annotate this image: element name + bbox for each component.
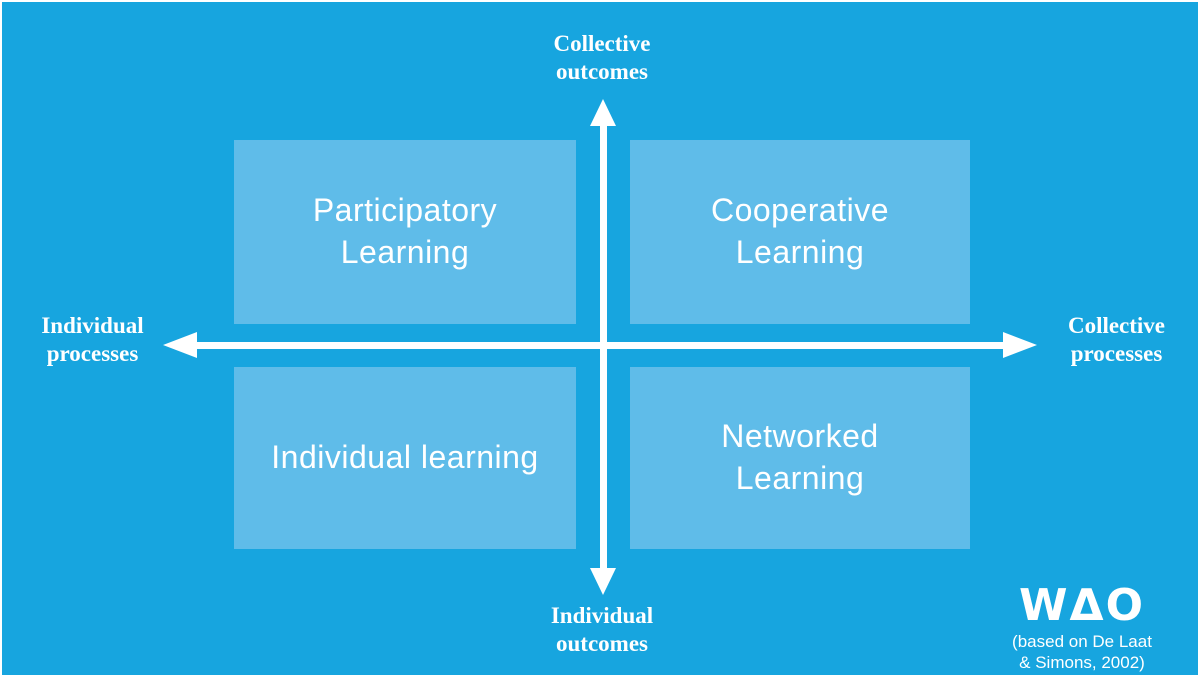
arrow-right-icon	[1003, 332, 1037, 358]
quadrant-label: Cooperative Learning	[710, 192, 890, 270]
arrow-down-icon	[590, 568, 616, 595]
quadrant-label: Networked Learning	[721, 418, 879, 496]
logo-caption: (based on De Laat & Simons, 2002)	[987, 631, 1177, 674]
horizontal-axis-line	[192, 342, 1010, 349]
arrow-left-icon	[163, 332, 197, 358]
axis-label-collective-outcomes: Collective outcomes	[553, 31, 651, 85]
quadrant-participatory-learning: Participatory Learning	[234, 140, 576, 324]
arrow-up-icon	[590, 99, 616, 126]
axis-label-collective-processes: Collective processes	[1067, 313, 1166, 367]
logo-block: WΔO (based on De Laat & Simons, 2002)	[987, 584, 1177, 674]
quadrant-individual-learning: Individual learning	[234, 367, 576, 549]
logo-caption-line: (based on De Laat	[1012, 632, 1152, 651]
quadrant-networked-learning: Networked Learning	[630, 367, 970, 549]
logo-caption-line: & Simons, 2002)	[1019, 653, 1145, 673]
axis-label-individual-outcomes: Individual outcomes	[550, 603, 654, 657]
quadrant-label: Individual learning	[271, 439, 539, 476]
axis-label-individual-processes: Individual processes	[41, 313, 144, 367]
quadrant-label: Participatory Learning	[312, 192, 498, 270]
wao-logo: WΔO	[1019, 580, 1145, 631]
quadrant-cooperative-learning: Cooperative Learning	[630, 140, 970, 324]
